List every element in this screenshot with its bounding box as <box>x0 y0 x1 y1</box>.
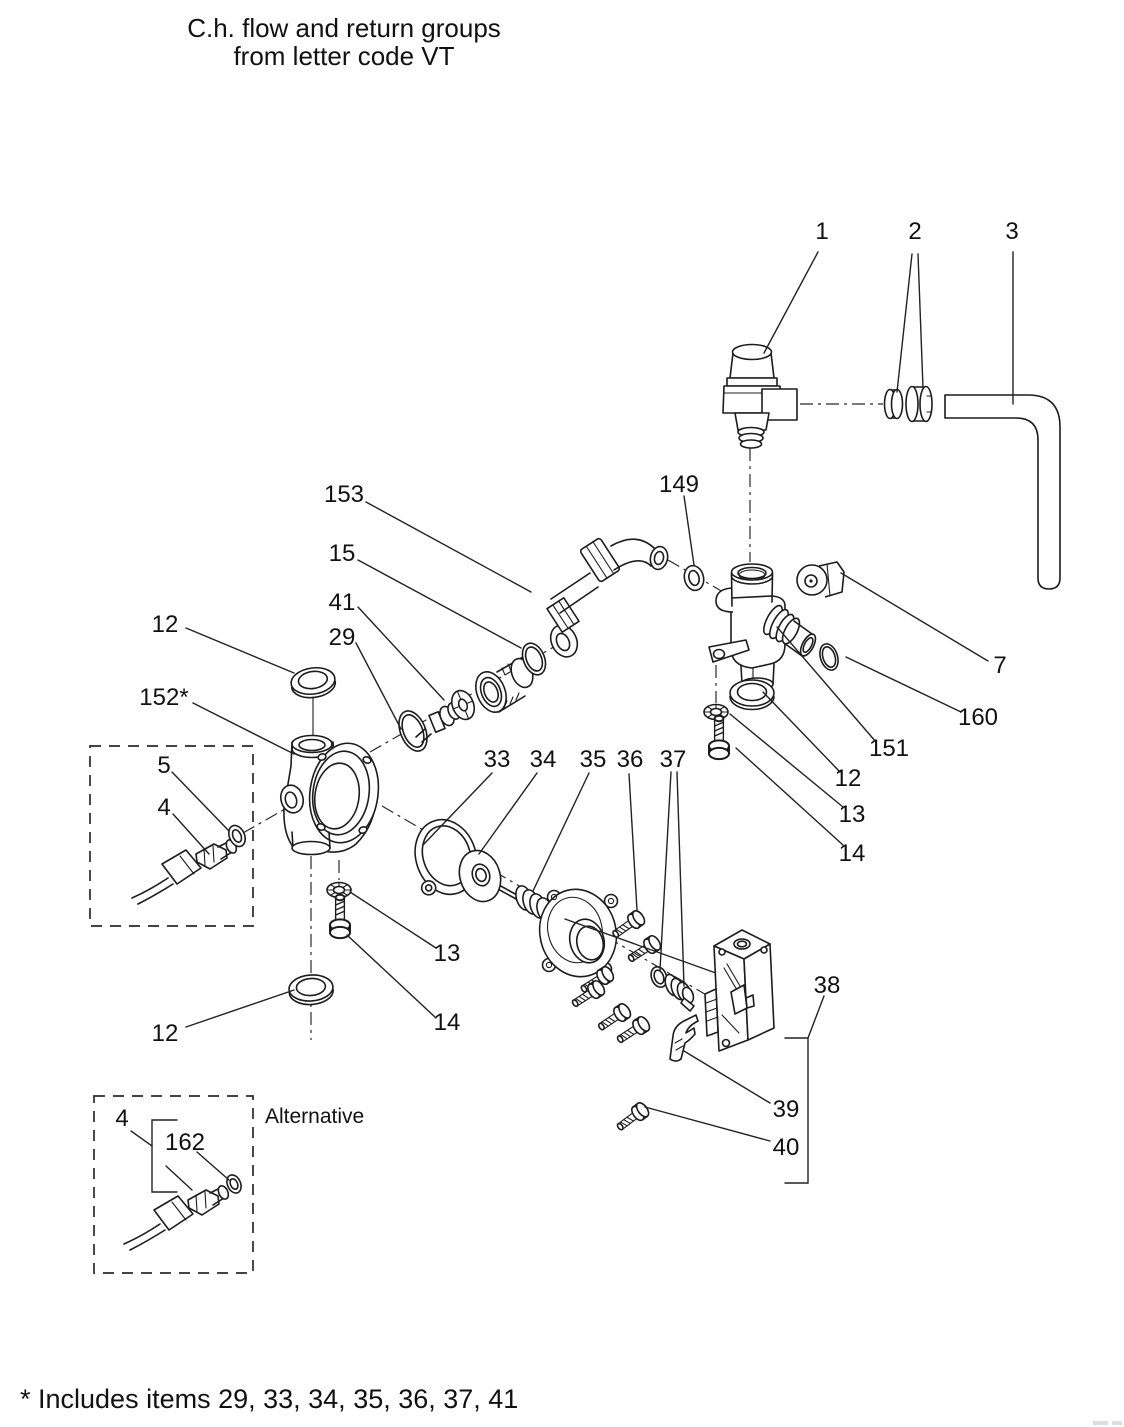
seals-part-37 <box>650 966 695 1012</box>
alternative-label: Alternative <box>265 1105 364 1128</box>
ring-part-12-right <box>729 679 775 711</box>
oring-part-29 <box>398 710 428 752</box>
callout-13-right: 13 <box>839 801 866 828</box>
microswitch-part-38 <box>704 929 775 1052</box>
flow-pipe-part-153 <box>546 537 669 658</box>
valve-part-1 <box>722 343 798 449</box>
callout-152: 152* <box>139 684 188 711</box>
ring-part-12-bottom <box>287 972 335 1007</box>
alternative-box <box>93 1095 254 1274</box>
valve-cover <box>538 888 619 978</box>
callout-12-top: 12 <box>152 611 179 638</box>
callout-37: 37 <box>660 746 687 773</box>
callout-39: 39 <box>773 1096 800 1123</box>
callout-14-right: 14 <box>839 840 866 867</box>
callout-41: 41 <box>329 589 356 616</box>
threaded-bushing <box>475 656 534 713</box>
callout-40: 40 <box>773 1134 800 1161</box>
callout-162: 162 <box>165 1129 205 1156</box>
callout-36: 36 <box>617 746 644 773</box>
diagram-title-line2: from letter code VT <box>233 41 454 71</box>
plug-part-7 <box>796 561 845 598</box>
callout-15: 15 <box>329 540 356 567</box>
assembly-line <box>564 918 728 978</box>
scan-artifact <box>1093 1421 1122 1425</box>
callout-149: 149 <box>659 471 699 498</box>
callout-29: 29 <box>329 624 356 651</box>
callout-1: 1 <box>815 218 828 245</box>
part-callouts: 1 2 3 153 149 15 41 29 12 152* 5 4 7 160… <box>115 218 1018 1161</box>
callout-4: 4 <box>157 794 170 821</box>
washer-part-5 <box>228 824 246 848</box>
clip-part-39 <box>669 1014 699 1062</box>
diaphragm-part-34 <box>458 849 518 903</box>
sensor-part-4 <box>131 837 240 905</box>
callout-12-right: 12 <box>835 765 862 792</box>
callout-35: 35 <box>580 746 607 773</box>
washer-nut-part-2 <box>883 385 933 423</box>
callout-14-left: 14 <box>434 1009 461 1036</box>
leader-lines <box>130 251 1014 1191</box>
washer-part-162 <box>226 1174 242 1194</box>
screw-part-14-left <box>329 893 351 940</box>
callout-160: 160 <box>958 704 998 731</box>
callout-34: 34 <box>530 746 557 773</box>
callout-3: 3 <box>1005 218 1018 245</box>
diagram-title-line1: C.h. flow and return groups <box>187 13 501 43</box>
callout-2: 2 <box>908 218 921 245</box>
callout-13-left: 13 <box>434 940 461 967</box>
flow-body-part-152 <box>279 664 380 856</box>
callout-151: 151 <box>869 735 909 762</box>
oring-part-160 <box>819 643 839 671</box>
screw-part-14-right <box>708 714 730 761</box>
callout-153: 153 <box>324 481 364 508</box>
sensor-group-box <box>89 745 254 927</box>
footnote: * Includes items 29, 33, 34, 35, 36, 37,… <box>20 1384 518 1414</box>
washer-part-149 <box>683 564 705 592</box>
elbow-pipe-part-3 <box>944 394 1061 590</box>
callout-38: 38 <box>814 972 841 999</box>
callout-33: 33 <box>484 746 511 773</box>
sensor-part-4-alternative <box>123 1183 232 1251</box>
callout-12-bottom: 12 <box>152 1020 179 1047</box>
callout-7: 7 <box>993 652 1006 679</box>
screw-part-40 <box>612 1099 652 1136</box>
oring-part-15 <box>521 642 547 676</box>
cartridge-part-41 <box>415 689 476 743</box>
callout-5: 5 <box>157 752 170 779</box>
group-brackets <box>151 1037 809 1193</box>
callout-4-alt: 4 <box>115 1105 128 1132</box>
